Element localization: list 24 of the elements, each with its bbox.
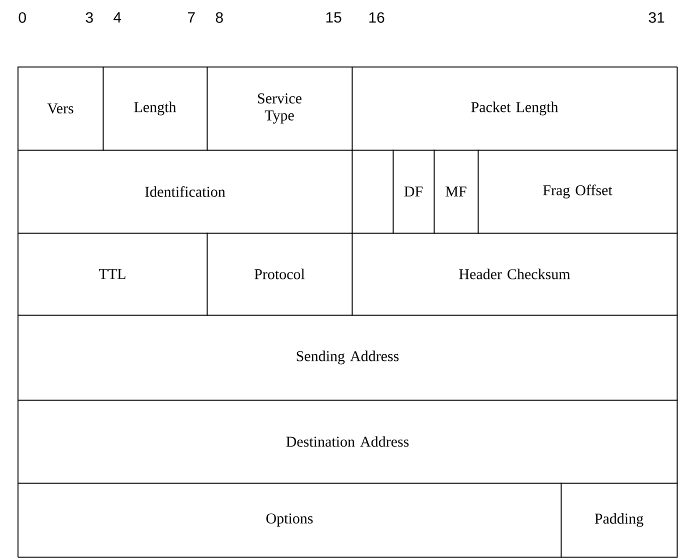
field-cell: DF (392, 149, 435, 234)
bit-number: 16 (369, 12, 384, 23)
field-cell: Packet Length (351, 66, 678, 151)
bit-number: 8 (216, 12, 223, 23)
field-cell: Length (102, 66, 208, 151)
field-cell: Frag Offset (477, 149, 678, 234)
field-cell: Padding (560, 482, 678, 558)
field-cell: Vers (17, 66, 104, 151)
field-cell: Destination Address (17, 399, 678, 484)
field-cell: TTL (17, 232, 208, 316)
bit-number: 3 (86, 12, 93, 23)
bit-number: 7 (188, 12, 195, 23)
field-cell: Identification (17, 149, 353, 234)
empty-cell (351, 149, 394, 234)
field-cell: Service Type (206, 66, 353, 151)
field-cell: MF (433, 149, 479, 234)
field-cell: Header Checksum (351, 232, 678, 316)
field-cell: Options (17, 482, 562, 558)
field-cell: Protocol (206, 232, 353, 316)
bit-number: 0 (18, 12, 26, 23)
bit-number: 4 (114, 12, 122, 23)
field-cell: Sending Address (17, 314, 678, 401)
bit-number: 31 (648, 12, 664, 23)
bit-number: 15 (326, 12, 342, 23)
